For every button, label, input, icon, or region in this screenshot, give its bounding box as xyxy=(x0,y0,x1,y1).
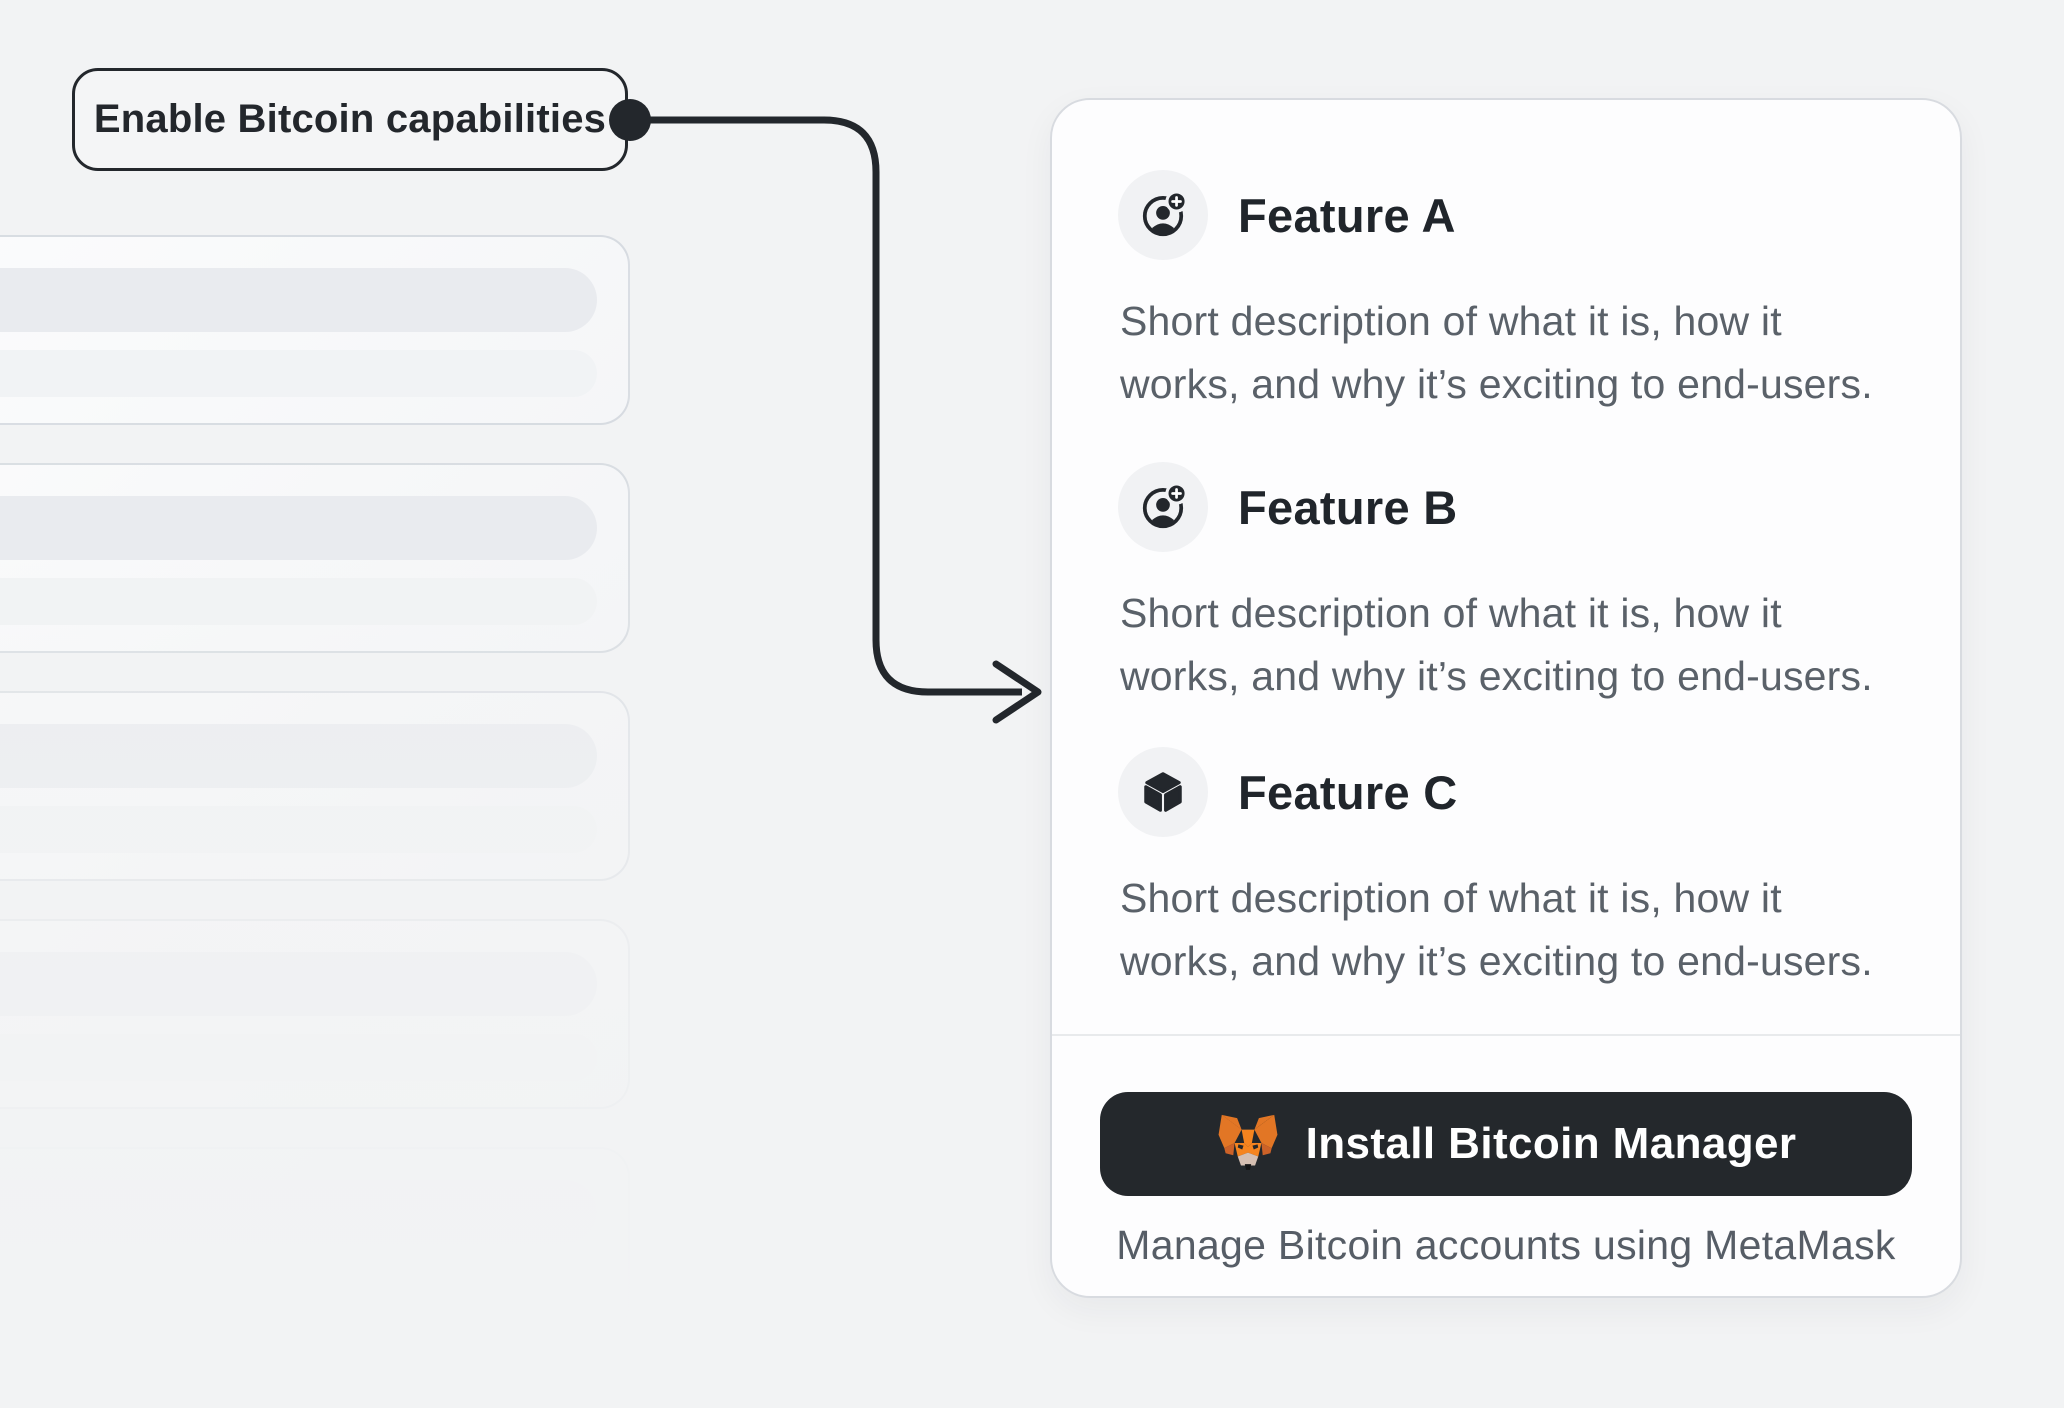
skeleton-bar xyxy=(0,952,597,1016)
skeleton-bar xyxy=(0,1180,597,1244)
feature-description: Short description of what it is, how it … xyxy=(1120,590,1873,699)
feature-title: Feature A xyxy=(1238,188,1456,242)
install-bitcoin-manager-button[interactable]: Install Bitcoin Manager xyxy=(1100,1092,1912,1196)
skeleton-bar xyxy=(0,1034,597,1081)
feature-icon-circle xyxy=(1118,462,1208,552)
skeleton-card xyxy=(0,1147,630,1337)
skeleton-bar xyxy=(0,578,597,625)
skeleton-bar xyxy=(0,1262,597,1309)
feature-icon-circle xyxy=(1118,747,1208,837)
cube-icon xyxy=(1138,767,1188,817)
callout-enable-bitcoin: Enable Bitcoin capabilities xyxy=(72,68,628,171)
skeleton-bar xyxy=(0,496,597,560)
install-button-label: Install Bitcoin Manager xyxy=(1305,1119,1797,1168)
features-card: Feature A Short description of what it i… xyxy=(1050,98,1962,1298)
skeleton-bar xyxy=(0,268,597,332)
user-plus-icon xyxy=(1138,482,1188,532)
skeleton-card xyxy=(0,463,630,653)
metamask-fox-icon xyxy=(1216,1114,1280,1174)
skeleton-card xyxy=(0,235,630,425)
install-caption: Manage Bitcoin accounts using MetaMask xyxy=(1116,1222,1896,1268)
skeleton-bar xyxy=(0,724,597,788)
user-plus-icon xyxy=(1138,190,1188,240)
card-divider xyxy=(1052,1034,1960,1036)
feature-title: Feature B xyxy=(1238,480,1458,534)
skeleton-column xyxy=(0,0,720,1408)
skeleton-card xyxy=(0,691,630,881)
feature-description: Short description of what it is, how it … xyxy=(1120,298,1873,407)
feature-icon-circle xyxy=(1118,170,1208,260)
skeleton-card xyxy=(0,919,630,1109)
skeleton-bar xyxy=(0,806,597,853)
feature-title: Feature C xyxy=(1238,765,1458,819)
skeleton-bar xyxy=(0,350,597,397)
feature-description: Short description of what it is, how it … xyxy=(1120,875,1873,984)
